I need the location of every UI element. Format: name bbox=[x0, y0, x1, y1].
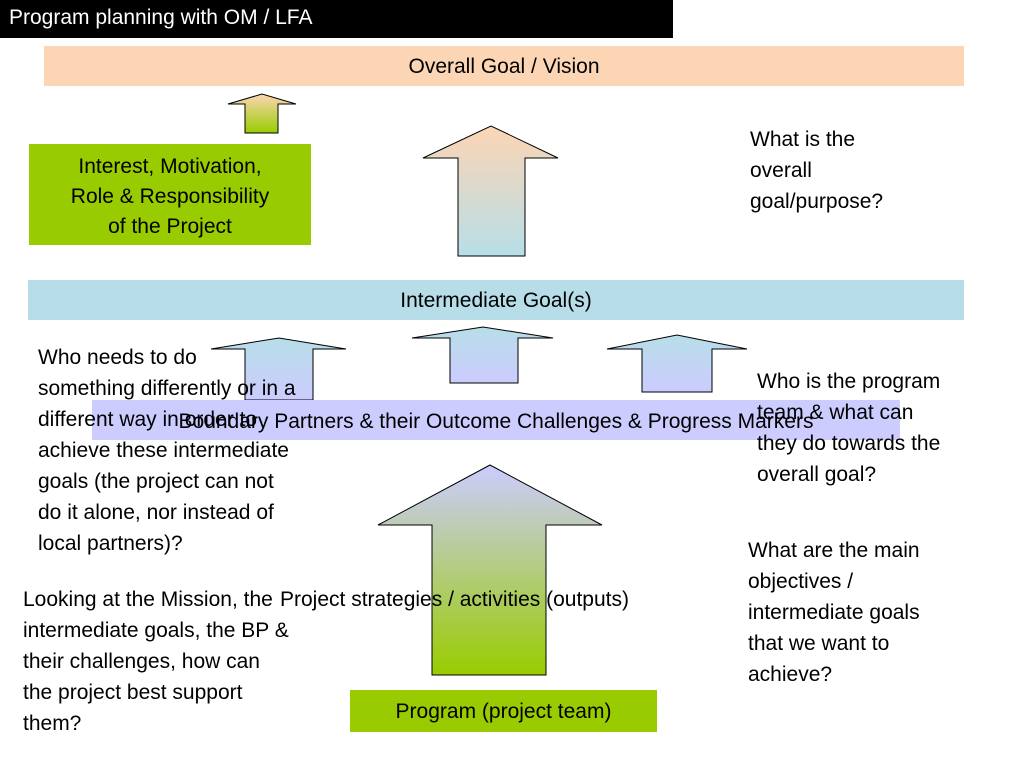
note-line: Looking at the Mission, the bbox=[23, 588, 273, 611]
note-line: the project best support bbox=[23, 681, 243, 704]
note-line: local partners)? bbox=[38, 532, 183, 555]
note-line: overall goal? bbox=[757, 463, 877, 486]
note-line: achieve? bbox=[748, 663, 833, 686]
interest-box: Interest, Motivation, Role & Responsibil… bbox=[29, 144, 311, 245]
note-line: something differently or in a bbox=[38, 377, 296, 400]
note-mission: Looking at the Mission, the intermediate… bbox=[23, 584, 289, 739]
note-line: goals (the project can not bbox=[38, 470, 274, 493]
note-line: overall bbox=[750, 159, 812, 182]
note-line: their challenges, how can bbox=[23, 650, 260, 673]
arrow-program-to-boundary bbox=[377, 464, 603, 676]
note-program-team: Who is the program team & what can they … bbox=[757, 366, 940, 490]
note-line: goal/purpose? bbox=[750, 190, 884, 213]
arrow-boundary-to-intermediate-center bbox=[411, 326, 554, 384]
interest-line-3: of the Project bbox=[108, 215, 232, 238]
note-line: do it alone, nor instead of bbox=[38, 501, 274, 524]
arrow-interest-to-overall bbox=[227, 93, 297, 134]
note-overall-goal: What is the overall goal/purpose? bbox=[750, 124, 883, 217]
note-main-objectives: What are the main objectives / intermedi… bbox=[748, 535, 920, 690]
overall-goal-band: Overall Goal / Vision bbox=[44, 46, 964, 86]
arrow-boundary-to-intermediate-right bbox=[606, 334, 748, 393]
interest-line-1: Interest, Motivation, bbox=[78, 155, 262, 178]
page-title: Program planning with OM / LFA bbox=[0, 0, 673, 38]
arrow-boundary-to-intermediate-left bbox=[210, 337, 347, 401]
note-line: intermediate goals, the BP & bbox=[23, 619, 289, 642]
note-line: them? bbox=[23, 712, 82, 735]
note-line: achieve these intermediate bbox=[38, 439, 289, 462]
note-line: Who needs to do bbox=[38, 346, 197, 369]
note-line: Who is the program bbox=[757, 370, 941, 393]
arrow-intermediate-to-overall bbox=[422, 125, 559, 257]
intermediate-goal-band: Intermediate Goal(s) bbox=[28, 280, 964, 320]
note-line: What are the main bbox=[748, 539, 920, 562]
note-line: objectives / bbox=[748, 570, 854, 593]
note-line: intermediate goals bbox=[748, 601, 920, 624]
interest-line-2: Role & Responsibility bbox=[70, 185, 270, 208]
note-strategies: Project strategies / activities (outputs… bbox=[280, 588, 629, 611]
note-who-needs: Who needs to do something differently or… bbox=[38, 342, 296, 559]
note-line: that we want to bbox=[748, 632, 890, 655]
note-line: What is the bbox=[750, 128, 856, 151]
boundary-partners-band: Boundary Partners & their Outcome Challe… bbox=[92, 400, 900, 440]
note-line: team & what can bbox=[757, 401, 914, 424]
note-line: they do towards the bbox=[757, 432, 941, 455]
note-line: different way in order to bbox=[38, 408, 258, 431]
program-box: Program (project team) bbox=[350, 690, 657, 732]
